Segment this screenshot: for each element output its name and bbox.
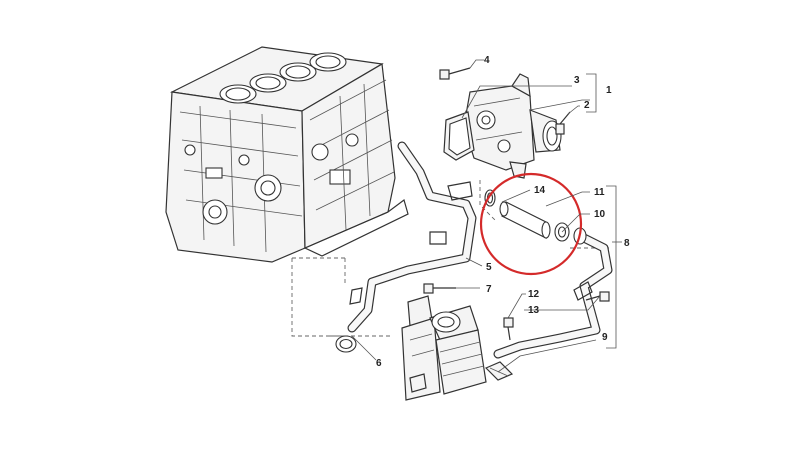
leader-lines bbox=[351, 59, 622, 373]
callout-11: 11 bbox=[594, 187, 605, 198]
callout-9: 9 bbox=[602, 332, 608, 343]
hose-clamp-14 bbox=[484, 189, 496, 207]
screw-2 bbox=[555, 111, 571, 135]
engine-block bbox=[165, 46, 409, 263]
callout-14: 14 bbox=[534, 185, 546, 196]
thermostat-housing bbox=[463, 73, 562, 179]
bolt-7 bbox=[423, 283, 456, 294]
callout-6: 6 bbox=[376, 358, 382, 369]
coolant-pipe-8 bbox=[493, 227, 613, 359]
oil-cooler-module bbox=[401, 295, 487, 401]
callout-2: 2 bbox=[584, 100, 590, 111]
coolant-hose-11 bbox=[499, 201, 551, 239]
callout-10: 10 bbox=[594, 209, 606, 220]
bolt-4 bbox=[439, 67, 471, 80]
coolant-pipe-5 bbox=[347, 141, 477, 333]
callout-7: 7 bbox=[486, 284, 492, 295]
callout-5: 5 bbox=[486, 262, 492, 273]
callout-8: 8 bbox=[624, 238, 630, 249]
highlight-circle bbox=[479, 172, 583, 276]
callout-3: 3 bbox=[574, 75, 580, 86]
bolt-12 bbox=[503, 317, 514, 341]
callout-12: 12 bbox=[528, 289, 540, 300]
callout-13: 13 bbox=[528, 305, 540, 316]
callout-1: 1 bbox=[606, 85, 612, 96]
callout-4: 4 bbox=[484, 55, 490, 66]
o-ring-6 bbox=[335, 335, 357, 353]
callouts: 1 2 3 4 5 6 7 8 9 10 11 12 13 14 bbox=[376, 55, 630, 369]
